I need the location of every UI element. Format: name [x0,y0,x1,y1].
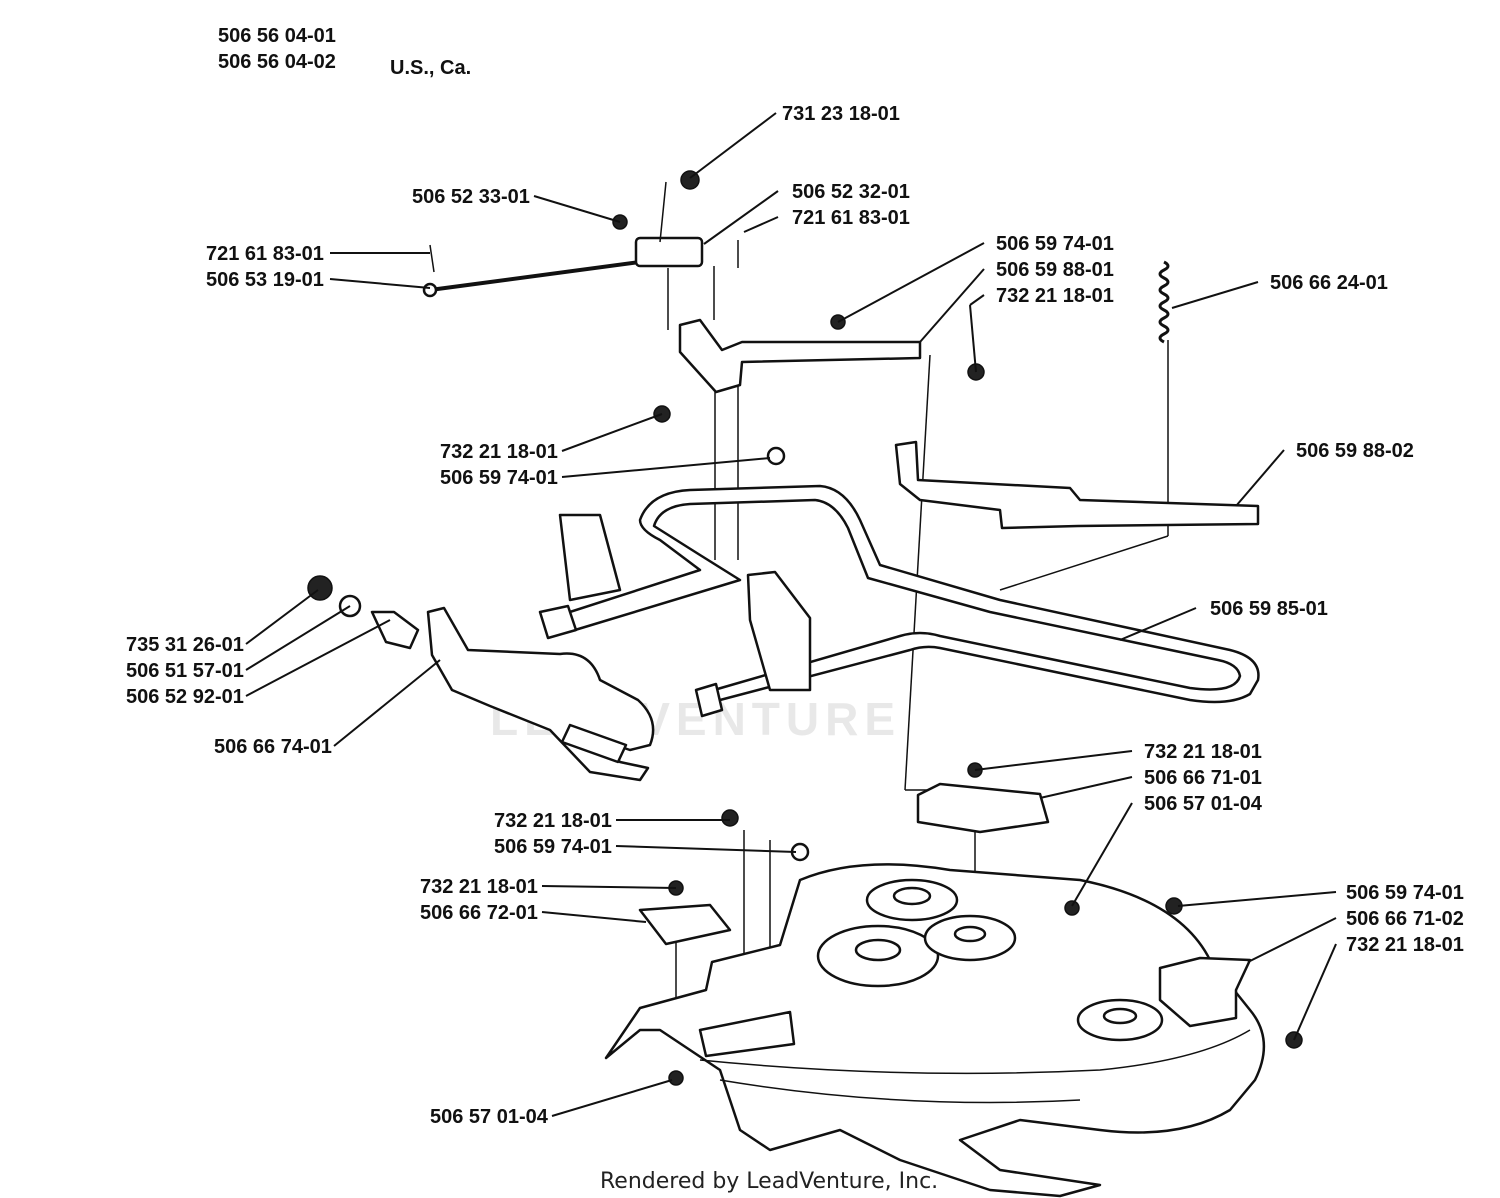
callout-506-57-01-04-bottom: 506 57 01-04 [430,1106,549,1128]
mower-deck [604,863,1266,1198]
spring [1158,260,1170,344]
callout-506-66-71-02: 506 66 71-02 [1346,908,1464,930]
callout-506-66-72-01: 506 66 72-01 [420,902,538,924]
callout-506-66-24-01: 506 66 24-01 [1270,272,1388,294]
callout-506-52-33-01: 506 52 33-01 [412,186,530,208]
callout-506-57-01-04-right: 506 57 01-04 [1144,793,1263,815]
callout-732-21-18-01-lower: 732 21 18-01 [494,810,612,832]
callout-721-61-83-01-right: 721 61 83-01 [792,207,910,229]
callout-506-53-19-01: 506 53 19-01 [206,269,324,291]
callout-labels: 731 23 18-01 506 52 33-01 506 52 32-01 7… [126,103,1464,1128]
leader-lines [245,112,1337,1117]
callout-506-59-85-01: 506 59 85-01 [1210,598,1328,620]
callout-506-52-32-01: 506 52 32-01 [792,181,910,203]
lift-frame [538,484,1260,718]
callout-506-51-57-01: 506 51 57-01 [126,660,244,682]
callout-506-59-74-01-top: 506 59 74-01 [996,233,1114,255]
callout-506-52-92-01: 506 52 92-01 [126,686,244,708]
callout-506-59-74-01-mid: 506 59 74-01 [440,467,558,489]
callout-732-21-18-01-bracket: 732 21 18-01 [420,876,538,898]
callout-735-31-26-01: 735 31 26-01 [126,634,244,656]
region-label: U.S., Ca. [390,57,471,79]
callout-732-21-18-01-far-right: 732 21 18-01 [1346,934,1464,956]
model-number-2: 506 56 04-02 [218,51,336,73]
callout-732-21-18-01-mid: 732 21 18-01 [440,441,558,463]
lower-bracket-71-01 [916,762,1050,834]
callout-506-59-74-01-lower: 506 59 74-01 [494,836,612,858]
callout-506-66-74-01: 506 66 74-01 [214,736,332,758]
callout-732-21-18-01-top: 732 21 18-01 [996,285,1114,307]
parts-illustration [307,170,1303,1198]
callout-721-61-83-01-left: 721 61 83-01 [206,243,324,265]
callout-732-21-18-01-right: 732 21 18-01 [1144,741,1262,763]
callout-506-66-71-01: 506 66 71-01 [1144,767,1262,789]
footer-credit: Rendered by LeadVenture, Inc. [600,1169,938,1194]
callout-506-59-88-02: 506 59 88-02 [1296,440,1414,462]
hanger-arm-rear [894,440,1260,530]
model-number-1: 506 56 04-01 [218,25,336,47]
callout-506-59-74-01-right: 506 59 74-01 [1346,882,1464,904]
hanger-arm-front [653,314,985,466]
callout-506-59-88-01: 506 59 88-01 [996,259,1114,281]
callout-731-23-18-01: 731 23 18-01 [782,103,900,125]
